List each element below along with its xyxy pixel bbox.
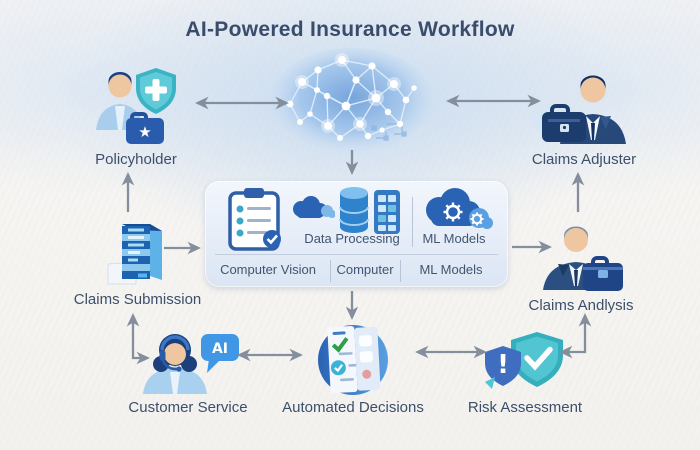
ml-models2-label: ML Models	[419, 262, 483, 277]
alert-badge-icon: !	[485, 346, 521, 389]
node-claims-analysis: Claims Andlysis	[525, 218, 637, 314]
data-clouds-icon	[293, 196, 335, 218]
headset-icon	[160, 335, 190, 351]
node-claims-submission: Claims Submission	[74, 214, 201, 308]
claims-adjuster-icon	[528, 64, 640, 148]
ml-models-label: ML Models	[422, 231, 486, 246]
automated-decisions-icon	[301, 322, 405, 396]
risk-assessment-label: Risk Assessment	[467, 399, 583, 416]
ai-bubble-text: AI	[212, 341, 228, 357]
svg-text:★: ★	[138, 123, 151, 141]
claims-submission-label: Claims Submission	[73, 291, 202, 308]
policyholder-icon: ★	[88, 64, 184, 148]
neural-network-brain-icon	[272, 48, 432, 152]
automated-decisions-label: Automated Decisions	[282, 399, 424, 416]
document-building-icon	[107, 224, 162, 285]
divider	[412, 197, 413, 247]
ai-neural-network-node	[268, 46, 436, 163]
svg-text:!: !	[497, 350, 509, 380]
node-automated-decisions: Automated Decisions	[282, 322, 424, 416]
node-risk-assessment: ! Risk Assessment	[466, 330, 584, 416]
claims-submission-icon	[98, 214, 178, 288]
briefcase-icon	[583, 256, 623, 291]
node-claims-adjuster: Claims Adjuster	[514, 64, 654, 168]
decision-checklist-icon	[327, 326, 381, 394]
node-policyholder: ★ Policyholder	[70, 64, 202, 168]
data-processing-label: Data Processing	[304, 231, 400, 246]
page-title: AI-Powered Insurance Workflow	[185, 18, 515, 41]
customer-service-icon: AI	[129, 328, 247, 396]
circuit-traces	[371, 123, 407, 141]
ml-cloud-gear-icon	[426, 188, 493, 229]
shield-cross-icon	[136, 68, 176, 114]
divider	[215, 254, 498, 255]
shield-check-icon	[511, 332, 563, 387]
policyholder-label: Policyholder	[95, 151, 177, 168]
gear-icon	[443, 202, 463, 222]
briefcase-star-icon: ★	[126, 112, 164, 144]
claims-analysis-icon	[531, 218, 631, 294]
network-nodes	[286, 53, 417, 141]
computer-label: Computer	[336, 262, 394, 277]
support-agent-icon	[143, 334, 207, 394]
person-icon	[96, 72, 144, 130]
arrow-submission-service-elbow	[126, 313, 150, 365]
risk-assessment-icon: !	[473, 330, 577, 396]
ai-chat-bubble: AI	[201, 334, 239, 373]
divider	[400, 260, 401, 282]
customer-service-label: Customer Service	[128, 399, 248, 416]
server-rack-icon	[374, 190, 400, 234]
ai-processing-box: Data Processing ML Models Computer Visio…	[205, 181, 508, 287]
briefcase-lock-icon	[542, 104, 586, 142]
computer-vision-label: Computer Vision	[220, 262, 316, 277]
database-icon	[339, 187, 369, 233]
gear-icon-small	[470, 212, 484, 226]
arrow-analysis-risk-elbow	[559, 313, 592, 359]
divider	[330, 260, 331, 282]
claims-analysis-label: Claims Andlysis	[528, 297, 634, 314]
claims-adjuster-label: Claims Adjuster	[531, 151, 637, 168]
node-customer-service: AI Customer Service	[124, 328, 252, 416]
clipboard-checklist-icon	[228, 188, 281, 251]
